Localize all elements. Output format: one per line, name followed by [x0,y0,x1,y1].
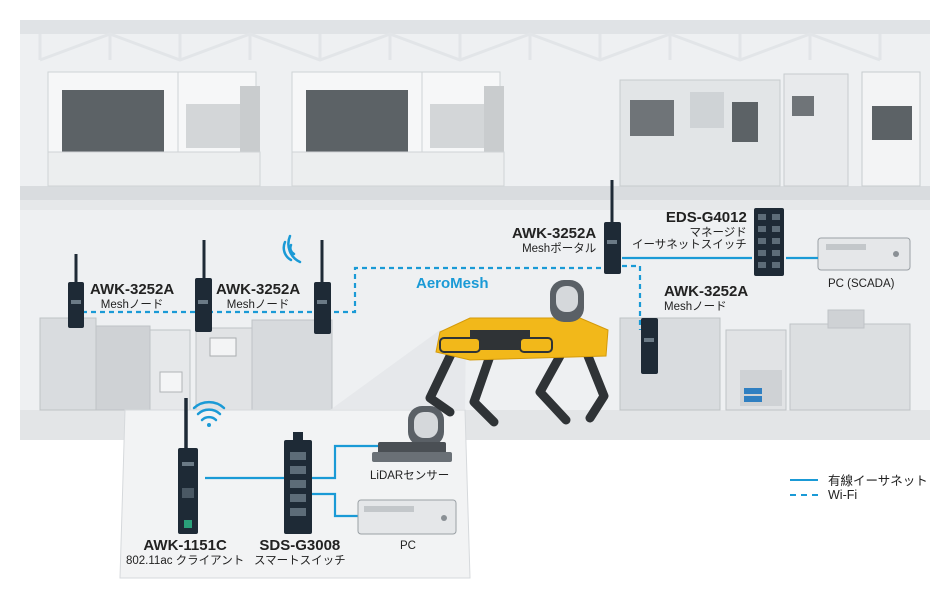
legend-wired: 有線イーサネット [790,470,928,489]
upper-machines [47,71,921,187]
device-model: SDS-G3008 [259,537,341,554]
device-model: AWK-1151C [143,537,227,554]
robot-dog [425,280,609,427]
label-awk-left-2: AWK-3252A Meshノード [216,281,301,311]
label-awk-right: AWK-3252A Meshノード [664,283,749,313]
legend-wifi: Wi-Fi [790,488,857,502]
device-role: Meshポータル [522,242,597,255]
link-sds-pc [312,492,358,518]
awk-1151c-device [178,398,198,534]
mesh-link-right [622,264,642,330]
pc-device [357,499,457,535]
awk-device-right [641,318,658,374]
wired-links [205,256,818,518]
legend-solid-line [790,478,818,481]
device-role-line1: マネージド [689,226,747,239]
label-awk-client: AWK-1151C 802.11ac クライアント [126,537,245,567]
pc-scada [817,237,911,271]
device-model: EDS-G4012 [665,209,747,226]
lower-machines [39,309,911,411]
wifi-links [82,264,642,330]
device-model: AWK-3252A [664,283,749,300]
awk-device-left-1 [68,254,84,328]
legend-dashed-line [790,494,818,496]
pc-scada-label: PC (SCADA) [828,278,895,290]
device-role-line2: イーサネットスイッチ [632,239,747,252]
legend-wifi-label: Wi-Fi [828,488,858,502]
device-role: 802.11ac クライアント [126,554,245,567]
sds-g3008-device [284,432,312,534]
device-model: AWK-3252A [512,225,597,242]
device-role: Meshノード [100,298,164,311]
aeromesh-label: AeroMesh [416,275,489,292]
wifi-icon-callout [192,400,226,427]
legend-wired-label: 有線イーサネット [828,474,928,488]
wifi-icon-top [282,234,302,264]
device-model: AWK-3252A [90,281,175,298]
label-awk-portal: AWK-3252A Meshポータル [512,225,597,255]
awk-device-center [314,240,331,334]
device-model: AWK-3252A [216,281,301,298]
pc-label: PC [400,540,416,552]
lidar-label: LiDARセンサー [370,470,450,482]
lidar-sensor [372,406,452,462]
device-role: スマートスイッチ [254,554,346,567]
eds-switch [754,208,784,276]
awk-device-left-2 [195,240,212,332]
awk-device-portal [604,180,621,274]
link-sds-lidar [312,444,378,480]
device-role: Meshノード [226,298,290,311]
label-awk-left-1: AWK-3252A Meshノード [90,281,175,311]
label-sds: SDS-G3008 スマートスイッチ [254,537,346,567]
device-role: Meshノード [664,300,727,313]
label-eds: EDS-G4012 マネージド イーサネットスイッチ [632,209,747,252]
